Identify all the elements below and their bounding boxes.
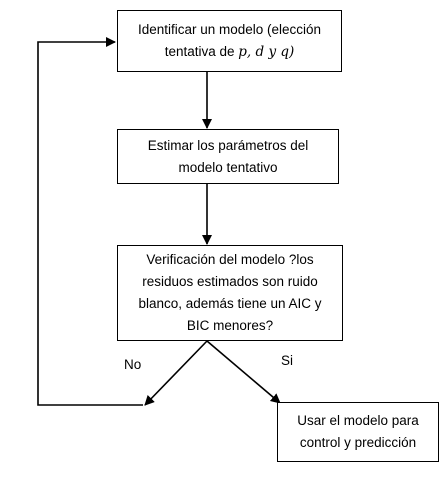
- verify-line-1: Verificación del modelo ?los: [146, 252, 314, 267]
- identify-line-2-prefix: tentativa de: [164, 44, 239, 59]
- estimate-parameters-box: Estimar los parámetros del modelo tentat…: [117, 129, 339, 184]
- use-line-1: Usar el modelo para: [297, 413, 419, 428]
- identify-line-2-math: p, d y q): [238, 44, 295, 60]
- identify-line-1: Identificar un modelo (elección: [137, 22, 322, 37]
- use-line-2: control y predicción: [299, 435, 417, 450]
- identify-line-2: tentativa de p, d y q): [138, 41, 321, 63]
- loop-back-line: [37, 37, 143, 406]
- use-model-box: Usar el modelo para control y predicción: [277, 402, 439, 462]
- verify-model-text: Verificación del modelo ?los residuos es…: [138, 249, 321, 337]
- identify-model-box: Identificar un modelo (elección tentativ…: [117, 10, 342, 72]
- arrow-no-branch: [144, 340, 208, 406]
- verify-line-4: BIC menores?: [186, 318, 274, 333]
- arrow-si-branch: [206, 340, 281, 404]
- estimate-line-1: Estimar los parámetros del: [147, 137, 309, 153]
- use-model-text: Usar el modelo para control y predicción: [297, 410, 419, 454]
- verify-line-2: residuos estimados son ruido: [142, 274, 318, 289]
- branch-label-no: No: [124, 357, 142, 372]
- identify-model-text: Identificar un modelo (elección tentativ…: [138, 19, 321, 63]
- estimate-line-2: modelo tentativo: [178, 159, 278, 175]
- estimate-parameters-text: Estimar los parámetros del modelo tentat…: [148, 135, 309, 179]
- verify-line-3: blanco, además tiene un AIC y: [138, 296, 322, 311]
- branch-label-si: Si: [281, 353, 294, 368]
- verify-model-box: Verificación del modelo ?los residuos es…: [117, 245, 343, 341]
